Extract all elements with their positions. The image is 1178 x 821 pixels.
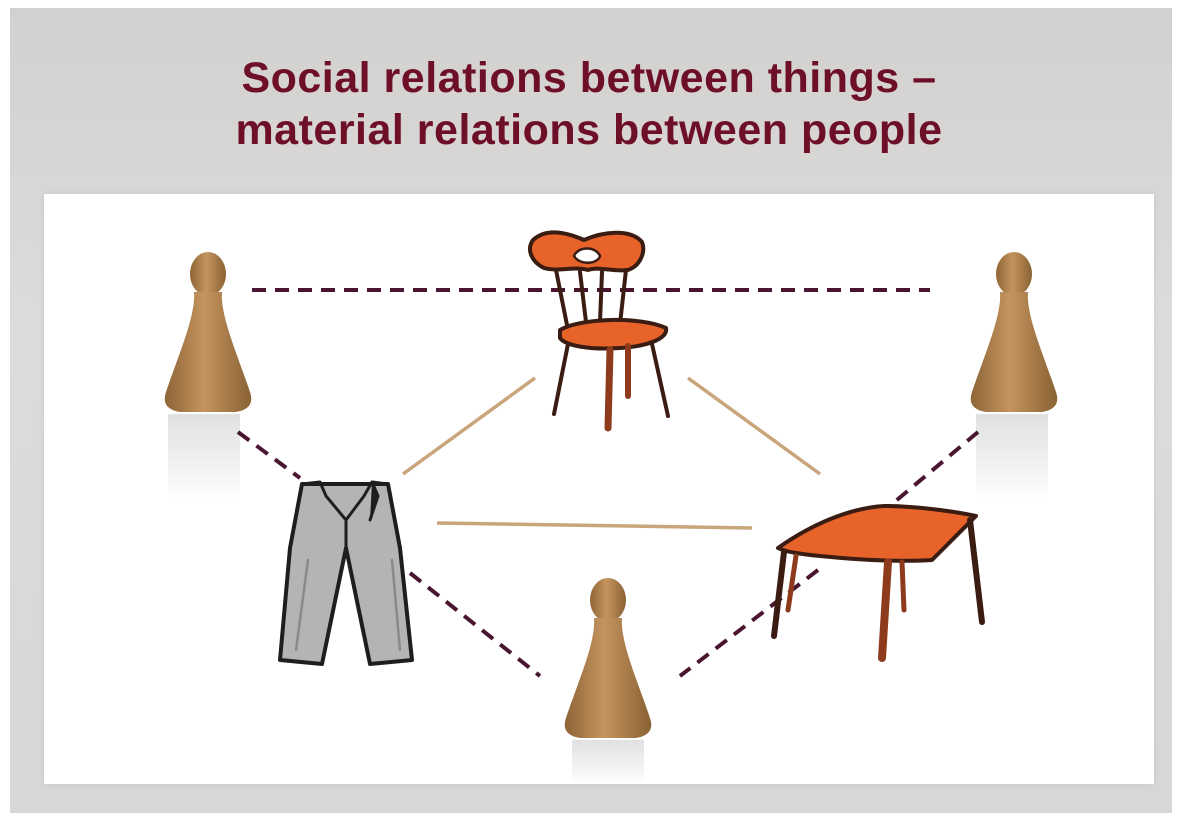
people-link-right-lower (678, 568, 820, 678)
pawn-top-right (970, 252, 1058, 504)
people-link-right-upper (883, 430, 980, 512)
pawn-top-left (164, 252, 252, 504)
pawn-bottom (564, 578, 652, 785)
slide-title: Social relations between things – materi… (0, 52, 1178, 156)
table-illustration (771, 504, 985, 662)
trousers-illustration (278, 480, 414, 666)
chair-illustration (528, 230, 670, 432)
people-link-left-lower (408, 571, 542, 678)
thing-link-trousers-table (436, 521, 753, 530)
title-line-2: material relations between people (235, 106, 943, 154)
thing-link-chair-trousers (401, 376, 537, 476)
title-line-1: Social relations between things – (241, 54, 937, 102)
people-link-left-upper (236, 430, 302, 480)
thing-link-chair-table (686, 376, 822, 476)
